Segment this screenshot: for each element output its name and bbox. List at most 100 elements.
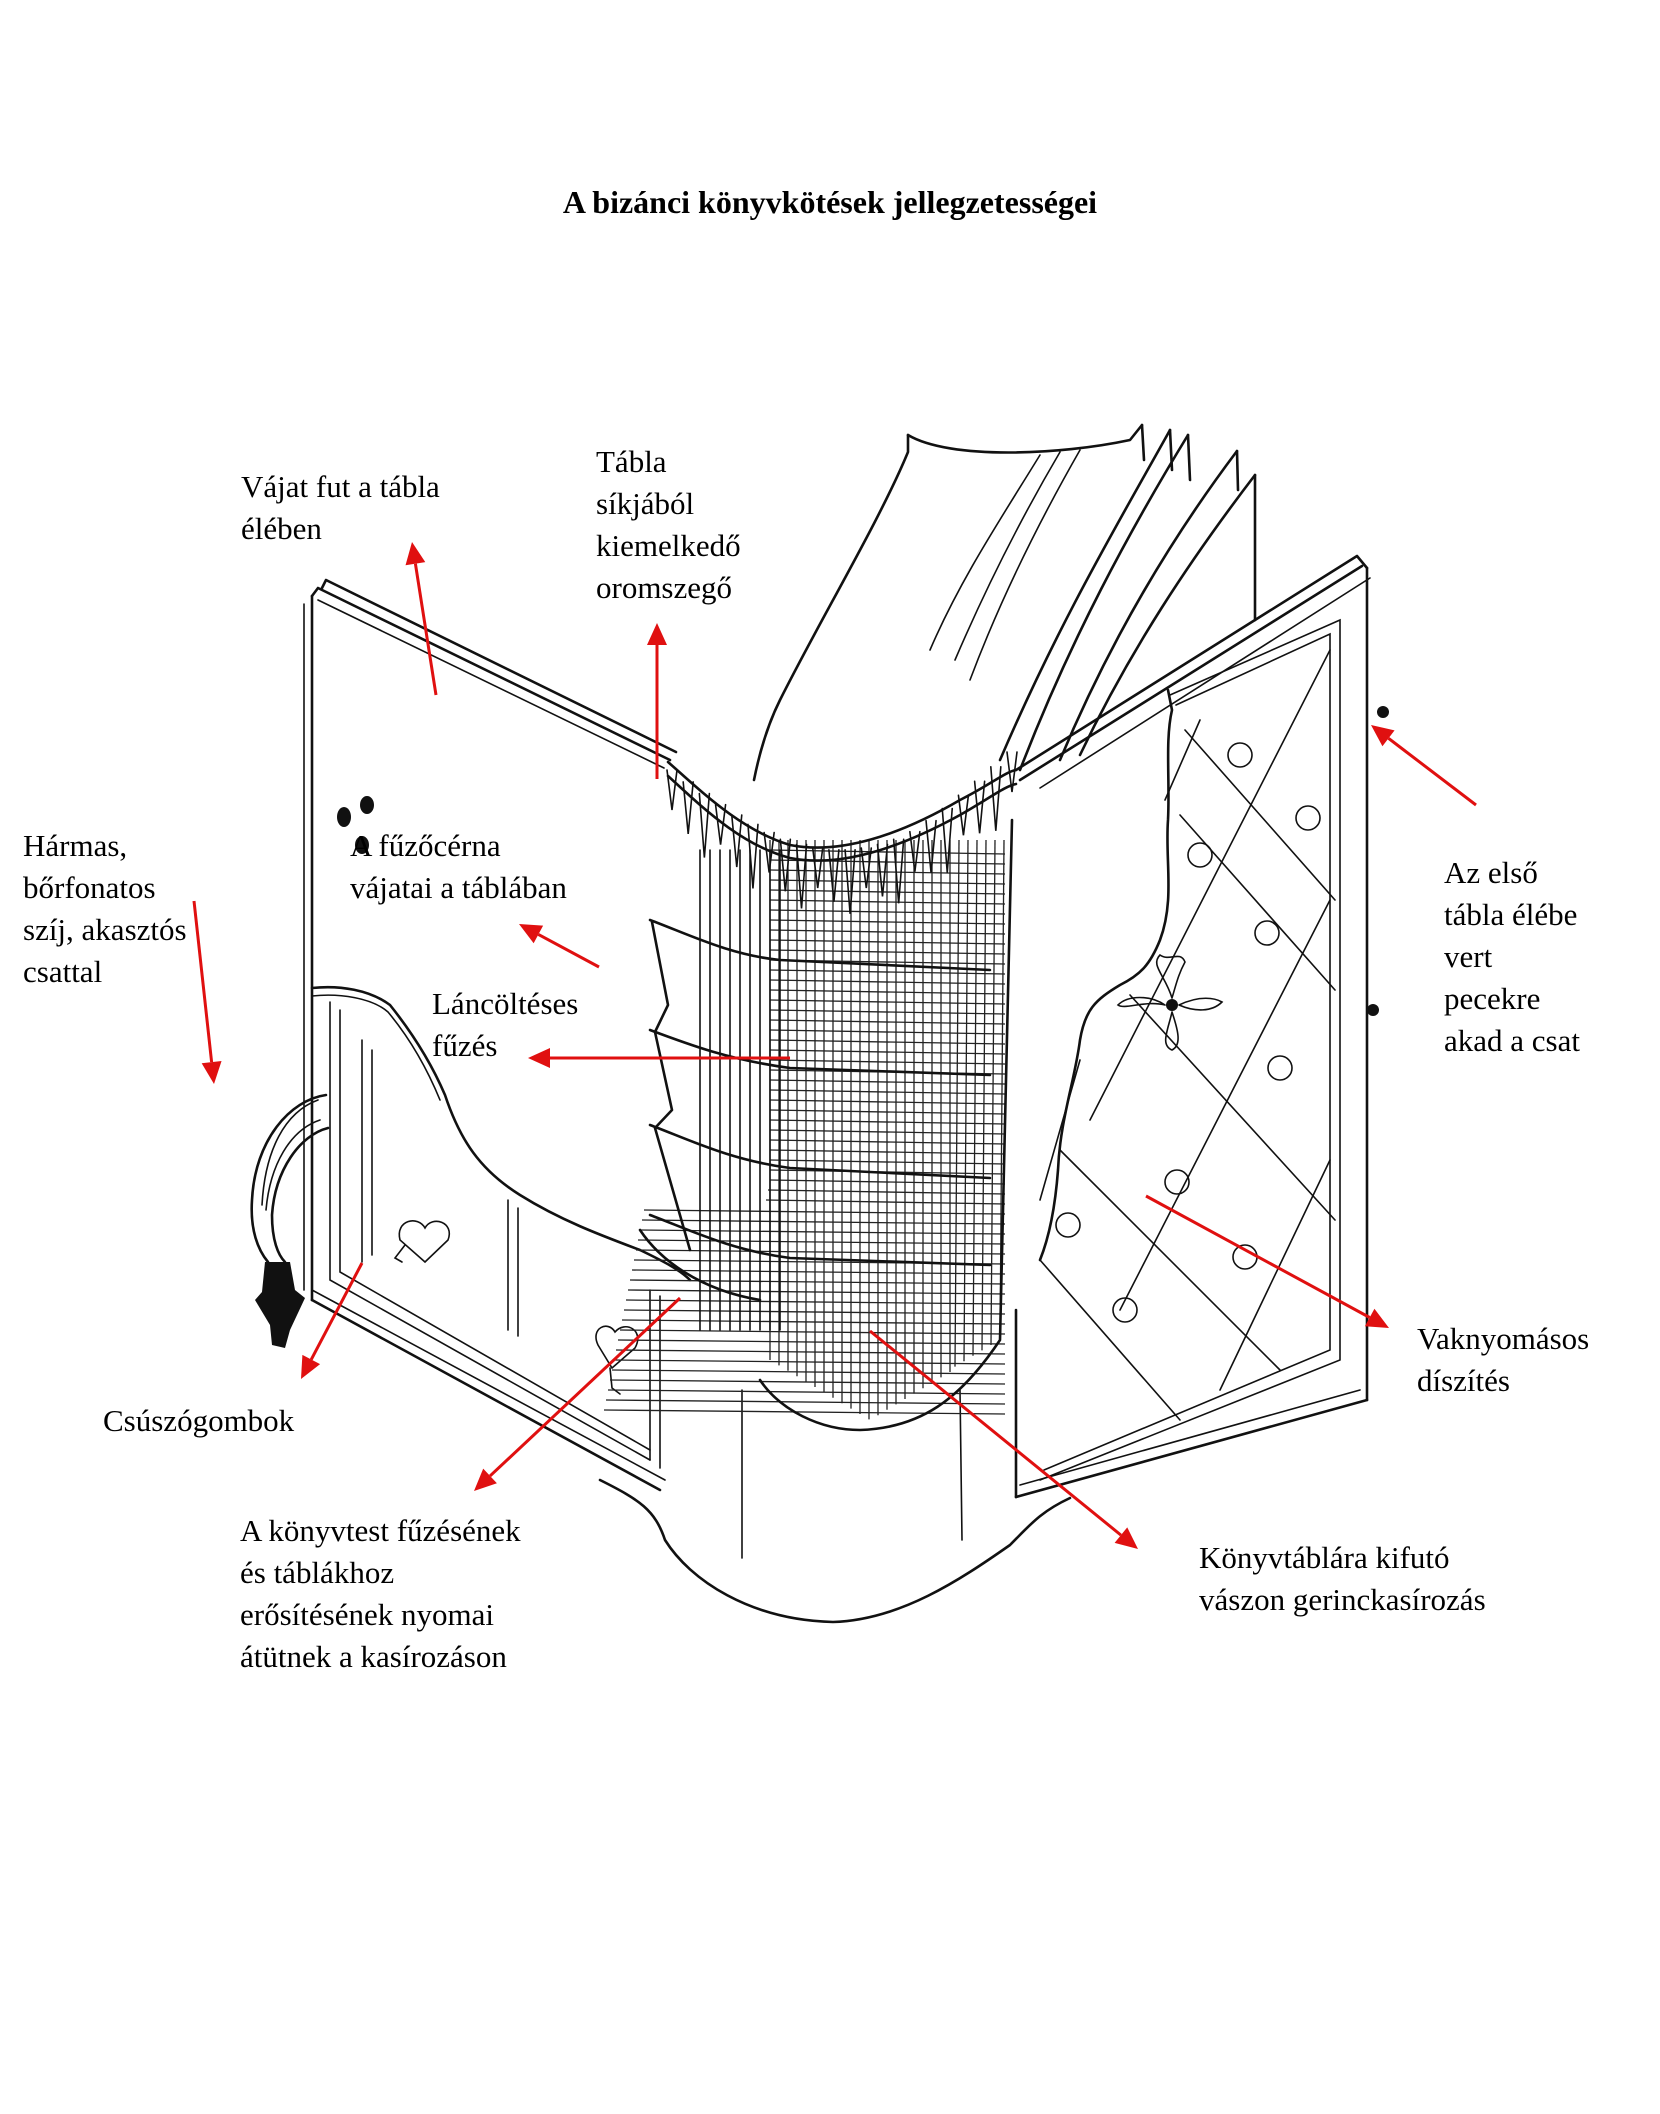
label-line: pecekre [1444,981,1541,1016]
label-line: vájatai a táblában [350,870,567,905]
hatch-line [617,1339,1006,1345]
heart-boss-icon [398,1220,451,1264]
hatch-line [769,879,1006,885]
arrow-sliding-bosses [301,1262,364,1379]
label-line: kiemelkedő [596,528,741,563]
fringe-tooth [763,831,775,873]
fringe-tooth [844,848,856,914]
arrowhead-icon [1364,1308,1389,1328]
arrow-headband [647,623,667,779]
label-line: Vájat fut a tábla [241,469,440,504]
label-sliding-bosses: Csúszógombok [103,1400,294,1442]
hatch-line [621,1319,1006,1325]
arrow-pins [1371,725,1477,807]
left-board [303,578,692,1492]
hatch-line [769,909,1006,915]
hatch-line [603,1409,1006,1415]
label-line: vászon gerinckasírozás [1199,1582,1486,1617]
fringe-tooth [909,830,921,872]
rosette-icon [1295,805,1321,831]
headband-fringe [666,751,1018,914]
hatch-line [767,1189,1006,1195]
hatch-line [972,839,978,1356]
pin-icon [1377,706,1389,718]
label-line: átütnek a kasírozáson [240,1639,507,1674]
annotation-arrows [192,542,1477,1549]
fringe-tooth [957,794,970,836]
label-line: Tábla [596,444,667,479]
arrow-groove-edge [405,542,438,696]
hatch-line [639,1229,1006,1235]
hatch-line [769,1149,1006,1155]
fringe-tooth [860,847,873,889]
fringe-tooth [892,838,905,904]
label-headband: Tábla síkjából kiemelkedő oromszegő [596,441,741,609]
chain-stitch-sewing [648,918,992,1267]
hatch-line [769,1019,1006,1025]
fringe-tooth [747,823,759,889]
arrow-shaft [869,1329,1122,1537]
arrow-chain-stitch [528,1048,790,1068]
hatch-line [769,1179,1006,1185]
hatch-line [611,1369,1006,1375]
hatch-line [769,1119,1006,1125]
fringe-tooth [795,843,808,909]
arrowhead-icon [1114,1527,1138,1549]
rosettes [1055,742,1321,1323]
hatch-line [963,839,969,1362]
hatch-line [619,1329,1006,1335]
label-line: Az első [1444,855,1538,890]
arrow-strap [192,900,222,1084]
arrowhead-icon [647,623,667,645]
rosette-icon [1227,742,1253,768]
hatch-line [769,929,1006,935]
label-thread-grooves: A fűzőcérna vájatai a táblában [350,825,567,909]
hatch-line [769,1079,1006,1085]
label-line: vert [1444,939,1493,974]
spine-threads [699,849,781,1331]
hatch-line [627,1289,1006,1295]
label-sewing-traces: A könyvtest fűzésének és táblákhoz erősí… [240,1510,521,1678]
hatch-line [635,1249,1006,1255]
label-line: Hármas, [23,828,128,863]
clasp-icon [255,1262,305,1348]
fringe-tooth [730,814,743,868]
label-line: oromszegő [596,570,733,605]
hatch-line [769,1139,1006,1145]
fringe-tooth [925,819,937,873]
hatch-line [769,1159,1006,1165]
spine-lining-hatching [603,839,1006,1420]
right-board [1014,554,1389,1499]
arrow-sewing-traces [474,1296,682,1491]
fringe-tooth [666,769,678,811]
arrow-spine-lining [869,1329,1138,1549]
hatch-line [629,1279,1006,1285]
hatch-line [769,939,1006,945]
label-line: bőrfonatos [23,870,156,905]
rosette-icon [1267,1055,1293,1081]
arrowhead-icon [201,1061,222,1084]
arrow-shaft [537,933,600,969]
fringe-tooth [876,843,889,897]
headband [666,760,1018,849]
heart-boss-icon [595,1325,639,1370]
spine [598,751,1072,1624]
pin-icon [1367,1004,1379,1016]
arrow-shaft [309,1262,364,1361]
fringe-tooth [811,847,824,889]
arrowhead-icon [1371,725,1395,747]
cross-ornament-icon [1116,953,1224,1051]
label-line: és táblákhoz [240,1555,395,1590]
hatch-line [623,1309,1006,1315]
fringe-tooth [698,792,711,858]
hatch-line [769,1099,1006,1105]
hatch-line [615,1349,1006,1355]
label-line: tábla élébe [1444,897,1578,932]
arrow-shaft [1145,1194,1371,1319]
rosette-icon [1112,1297,1138,1323]
label-line: fűzés [432,1028,498,1063]
label-line: Csúszógombok [103,1403,295,1438]
label-spine-lining: Könyvtáblára kifutó vászon gerinckasíroz… [1199,1537,1486,1621]
groove-dot [337,807,351,827]
